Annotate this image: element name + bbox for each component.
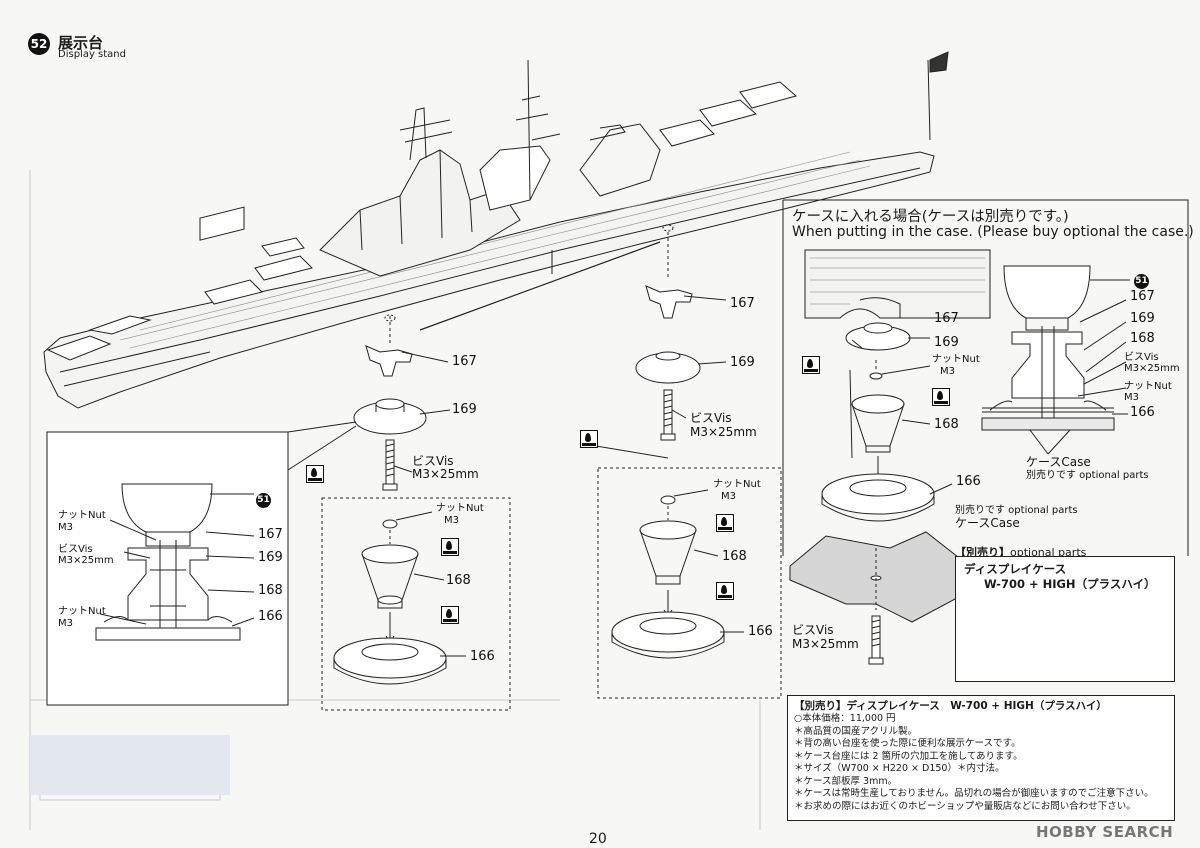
cruiser-ship-drawing	[43, 51, 949, 409]
case-vis-label: ビスVis	[792, 623, 834, 637]
step-subtitle: Display stand	[58, 49, 126, 60]
cut-nut-size: M3	[1124, 392, 1139, 403]
case-case-label: ケースCase	[955, 516, 1020, 530]
step-number-badge: 52	[28, 33, 50, 55]
mid-part-166-label: 166	[748, 624, 773, 639]
notes-line: ＊高品質の国産アクリル製。	[794, 725, 918, 737]
case-nut-label: ナットNut	[932, 354, 980, 365]
inset-nut2-size: M3	[58, 618, 73, 629]
inset-nut-size: M3	[58, 522, 73, 533]
cut-part-169-label: 169	[1130, 311, 1155, 326]
mid-part-168-label: 168	[722, 549, 747, 564]
cut-part-166-label: 166	[1130, 405, 1155, 420]
optional-parts-heading: 【別売り】optional parts	[955, 546, 1087, 559]
cut-part-51-label: 51	[1134, 268, 1149, 289]
cut-part-167-label: 167	[1130, 289, 1155, 304]
optional-case-box: ディスプレイケース W-700 + HIGH（プラスハイ）	[955, 556, 1175, 682]
part-166-label: 166	[470, 649, 495, 664]
case-part-168-label: 168	[934, 417, 959, 432]
nut-size-label: M3	[444, 515, 459, 526]
part-168-label: 168	[446, 573, 471, 588]
notes-line: ＊お求めの際にはお近くのホビーショップや量販店などにお問い合わせ下さい。	[794, 800, 1136, 812]
inset-part-166-label: 166	[258, 609, 283, 624]
part-169-label: 169	[452, 402, 477, 417]
optional-case-name: ディスプレイケース	[964, 562, 1067, 576]
mid-vis-size: M3×25mm	[690, 425, 757, 439]
mid-nut-size: M3	[721, 491, 736, 502]
cut-nut-label: ナットNut	[1124, 381, 1172, 392]
middle-stand-assembly	[595, 224, 782, 699]
case-section-drawing	[782, 199, 1189, 681]
optional-case-notes: 【別売り】ディスプレイケース W-700 + HIGH（プラスハイ） ○本体価格…	[787, 695, 1175, 821]
glue-icon	[932, 388, 950, 406]
notes-line: ○本体価格：11,000 円	[794, 713, 896, 724]
mid-part-167-label: 167	[730, 296, 755, 311]
inset-part-167-label: 167	[258, 527, 283, 542]
case-heading-jp: ケースに入れる場合(ケースは別売りです。)	[792, 209, 1069, 225]
inset-part-51-label: 51	[256, 487, 271, 508]
notes-line: ＊サイズ（W700 × H220 × D150）＊内寸法。	[794, 763, 1005, 774]
case-part-167-label: 167	[934, 311, 959, 326]
vis-size-label: M3×25mm	[412, 467, 479, 481]
nut-label: ナットNut	[436, 503, 484, 514]
notes-title: 【別売り】ディスプレイケース W-700 + HIGH（プラスハイ）	[794, 700, 1107, 712]
case-heading-en: When putting in the case. (Please buy op…	[792, 224, 1194, 240]
cut-part-168-label: 168	[1130, 331, 1155, 346]
optional-case-model: W-700 + HIGH（プラスハイ）	[984, 577, 1156, 591]
mid-part-169-label: 169	[730, 355, 755, 370]
mid-nut-label: ナットNut	[713, 479, 761, 490]
notes-line: ＊ケースは常時生産しておりません。品切れの場合が御座いますのでご注意下さい。	[794, 788, 1154, 799]
case-vis-size: M3×25mm	[792, 637, 859, 651]
glue-icon	[716, 514, 734, 532]
ghost-background-panel	[30, 735, 230, 795]
notes-line: ＊ケース部板厚 3mm。	[794, 775, 898, 787]
cut-sold-separately-label: 別売りです optional parts	[1026, 470, 1149, 481]
notes-line: ＊背の高い台座を使った際に便利な展示ケースです。	[794, 738, 1021, 749]
mid-vis-label: ビスVis	[690, 411, 732, 425]
case-nut-size: M3	[940, 366, 955, 377]
notes-line: ＊ケース台座には 2 箇所の穴加工を施してあります。	[794, 750, 1023, 762]
cut-vis-size: M3×25mm	[1124, 363, 1180, 374]
inset-part-168-label: 168	[258, 583, 283, 598]
page-number: 20	[589, 831, 607, 847]
inset-nut-label: ナットNut	[58, 510, 106, 521]
watermark: HOBBY SEARCH	[1036, 823, 1174, 841]
inset-nut2-label: ナットNut	[58, 606, 106, 617]
case-part-166-label: 166	[956, 474, 981, 489]
cut-vis-label: ビスVis	[1124, 352, 1159, 363]
vis-label: ビスVis	[412, 454, 454, 468]
glue-icon	[580, 430, 598, 448]
cut-case-label: ケースCase	[1026, 455, 1091, 469]
glue-icon	[802, 356, 820, 374]
left-stand-assembly	[46, 314, 511, 711]
step-title: 展示台	[58, 34, 104, 52]
glue-icon	[441, 606, 459, 624]
case-part-169-label: 169	[934, 335, 959, 350]
inset-vis-label: ビスVis	[58, 544, 93, 555]
inset-vis-size: M3×25mm	[58, 555, 114, 566]
inset-part-169-label: 169	[258, 550, 283, 565]
part-167-label: 167	[452, 354, 477, 369]
glue-icon	[441, 538, 459, 556]
glue-icon	[306, 465, 324, 483]
glue-icon	[716, 582, 734, 600]
case-sold-separately-label: 別売りです optional parts	[955, 505, 1078, 516]
